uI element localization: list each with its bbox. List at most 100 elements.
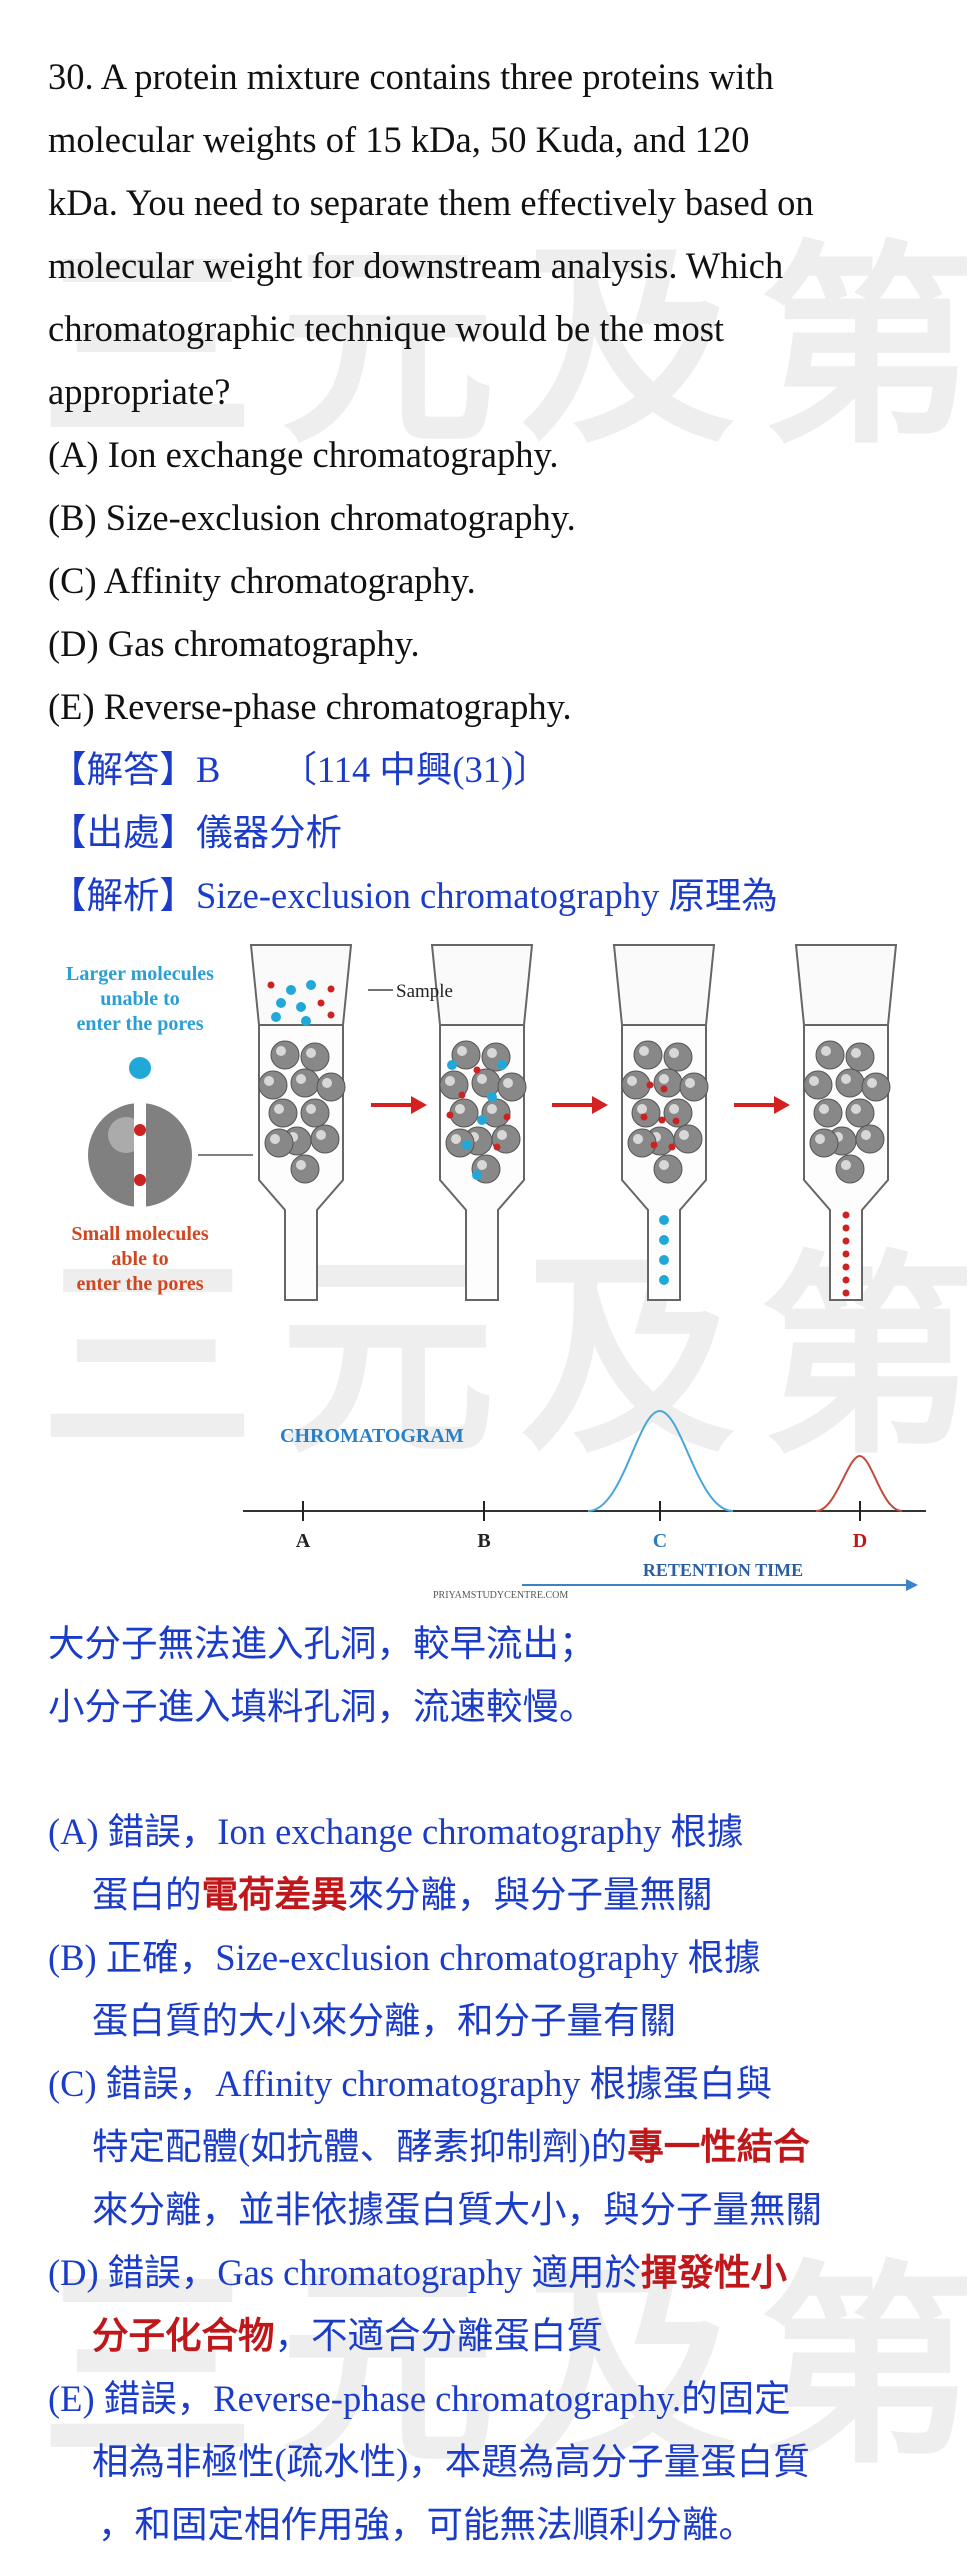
bead-highlight [821, 1046, 831, 1056]
origin-line: 【出處】儀器分析 [50, 811, 342, 855]
small-molecule-dot [473, 1066, 481, 1074]
analysis-label: 【解析】 [50, 875, 196, 916]
bead-highlight [457, 1046, 467, 1056]
bead-highlight [809, 1076, 819, 1086]
analysis-line: 【解析】Size-exclusion chromatography 原理為 [50, 874, 778, 918]
question-line: kDa. You need to separate them effective… [48, 182, 814, 223]
bead-highlight [487, 1048, 497, 1058]
bead-highlight [316, 1130, 326, 1140]
larger-label-line: enter the pores [76, 1013, 203, 1035]
small-molecule-dot [503, 1113, 511, 1121]
bead-highlight [455, 1104, 465, 1114]
explanation-d-line-2: 分子化合物，不適合分離蛋白質 [92, 2314, 603, 2358]
stationary-bead [845, 1098, 875, 1128]
larger-molecules-label: Larger molecules unable to enter the por… [66, 963, 214, 1035]
bead-highlight [445, 1076, 455, 1086]
bead-highlight [637, 1104, 647, 1114]
bead-highlight [296, 1074, 306, 1084]
bead-highlight [270, 1134, 280, 1144]
bead-highlight [659, 1160, 669, 1170]
small-molecule-dot [842, 1224, 850, 1232]
bead-highlight [851, 1104, 861, 1114]
larger-label-line: Larger molecules [66, 963, 214, 985]
bead-highlight [264, 1076, 274, 1086]
highlight-run: 專一性結合 [627, 2126, 810, 2167]
stationary-bead [621, 1070, 651, 1100]
flow-arrow-head [774, 1096, 790, 1114]
stationary-bead [845, 1042, 875, 1072]
stationary-bead [835, 1154, 865, 1184]
option-e: (E) Reverse-phase chromatography. [48, 686, 572, 727]
bead-highlight [503, 1078, 513, 1088]
column-reservoir [249, 944, 353, 1026]
stationary-bead [449, 1098, 479, 1128]
large-molecule-dot [271, 1012, 281, 1022]
option-d: (D) Gas chromatography. [48, 623, 420, 664]
text-run: 蛋白的 [92, 1874, 202, 1915]
question-line: molecular weight for downstream analysis… [48, 245, 784, 286]
answer-line: 【解答】B〔114 中興(31)〕 [50, 748, 550, 792]
stationary-bead [855, 1124, 885, 1154]
bead-highlight [861, 1130, 871, 1140]
stationary-bead [815, 1040, 845, 1070]
columns [249, 944, 898, 1301]
bead-highlight [497, 1130, 507, 1140]
small-molecule-dot [134, 1174, 146, 1186]
large-molecule-dot [659, 1215, 669, 1225]
stationary-bead [835, 1068, 865, 1098]
flow-arrow-head [592, 1096, 608, 1114]
small-molecule-dot [267, 981, 275, 989]
stationary-bead [264, 1128, 294, 1158]
small-molecule-dot [646, 1081, 654, 1089]
stationary-bead [631, 1098, 661, 1128]
sample-label: Sample [396, 981, 453, 1002]
small-molecule-dot [842, 1211, 850, 1219]
bead-highlight [819, 1104, 829, 1114]
stationary-bead [268, 1098, 298, 1128]
bead-highlight [815, 1134, 825, 1144]
small-molecule-dot [493, 1143, 501, 1151]
question-line: chromatographic technique would be the m… [48, 308, 725, 349]
small-molecule-dot [134, 1124, 146, 1136]
tick-label: C [653, 1530, 667, 1552]
bead-highlight [477, 1074, 487, 1084]
retention-time-label: RETENTION TIME [643, 1560, 803, 1580]
explanation-c-line-2: 特定配體(如抗體、酵素抑制劑)的專一性結合 [92, 2125, 810, 2169]
stationary-bead [270, 1040, 300, 1070]
highlight-run: 電荷差異 [201, 1874, 348, 1915]
tick-label: A [296, 1530, 311, 1552]
explanation-c-line-3: 來分離，並非依據蛋白質大小，與分子量無關 [92, 2189, 822, 2230]
small-molecule-dot [842, 1237, 850, 1245]
small-molecule-dot [842, 1250, 850, 1258]
column-reservoir [794, 944, 898, 1026]
stationary-bead [300, 1042, 330, 1072]
stationary-bead [310, 1124, 340, 1154]
small-molecule-dot [668, 1143, 676, 1151]
small-molecule-dot [640, 1113, 648, 1121]
stationary-bead [258, 1070, 288, 1100]
bead-highlight [841, 1074, 851, 1084]
column-4 [794, 944, 898, 1301]
small-molecule-dot [842, 1289, 850, 1297]
peak-c [587, 1409, 734, 1512]
large-molecule-dot [301, 1016, 311, 1026]
large-molecule-dot [276, 998, 286, 1008]
large-molecule-dot [286, 985, 296, 995]
answer-source: 〔114 中興(31)〕 [280, 749, 550, 790]
stationary-bead [673, 1124, 703, 1154]
small-molecule-dot [650, 1141, 658, 1149]
retention-arrow-head [906, 1579, 918, 1591]
bead-highlight [851, 1048, 861, 1058]
answer-value: B [196, 749, 221, 790]
text-run: (D) 錯誤，Gas chromatography 適用於 [48, 2252, 642, 2293]
option-b: (B) Size-exclusion chromatography. [48, 497, 576, 538]
small-molecules-label: Small molecules able to enter the pores [71, 1223, 208, 1295]
bead-highlight [296, 1160, 306, 1170]
explanation-a-line-1: (A) 錯誤，Ion exchange chromatography 根據 [48, 1811, 744, 1852]
stationary-bead [316, 1072, 346, 1102]
bead-highlight [639, 1046, 649, 1056]
stationary-bead [679, 1072, 709, 1102]
bead-highlight [685, 1078, 695, 1088]
bead-highlight [867, 1078, 877, 1088]
summary-line-2: 小分子進入填料孔洞，流速較慢。 [48, 1686, 596, 1727]
